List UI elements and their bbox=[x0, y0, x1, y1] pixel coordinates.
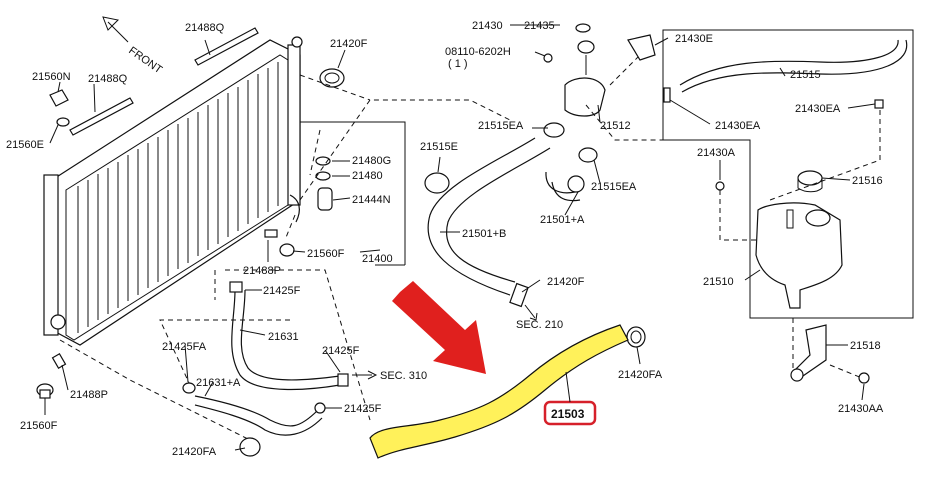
bracket-21400 bbox=[264, 121, 406, 266]
cap-21516 bbox=[797, 170, 823, 193]
label-21430aa: 21430AA bbox=[838, 403, 884, 415]
label-21560f-left: 21560F bbox=[20, 420, 58, 432]
label-21503[interactable]: 21503 bbox=[551, 407, 585, 421]
mount-21560f-left bbox=[36, 383, 54, 399]
label-21480: 21480 bbox=[352, 170, 383, 182]
label-21488p-left: 21488P bbox=[70, 389, 108, 401]
label-21488q-left: 21488Q bbox=[88, 73, 128, 85]
clamp-21420f-mid bbox=[509, 282, 529, 308]
bracket-21518 bbox=[790, 324, 827, 382]
label-21430ea-mid: 21430EA bbox=[715, 120, 761, 132]
label-21515e: 21515E bbox=[420, 141, 458, 153]
label-21420f-top: 21420F bbox=[330, 38, 368, 50]
label-21420fa-right: 21420FA bbox=[618, 369, 663, 381]
front-arrow-icon bbox=[102, 16, 129, 43]
clip-21430ea-right bbox=[874, 99, 884, 109]
label-21512: 21512 bbox=[600, 120, 631, 132]
tube-21515 bbox=[679, 39, 908, 93]
label-21425f-low: 21425F bbox=[344, 403, 382, 415]
reservoir-tank-21510 bbox=[755, 202, 843, 309]
bolt-08110 bbox=[543, 53, 553, 63]
label-21425f-mid: 21425F bbox=[322, 345, 360, 357]
label-21516: 21516 bbox=[852, 175, 883, 187]
seal-strip-21488q-left bbox=[69, 97, 134, 136]
label-21480g: 21480G bbox=[352, 155, 391, 167]
label-sec-210: SEC. 210 bbox=[516, 319, 563, 331]
label-21430: 21430 bbox=[472, 20, 503, 32]
label-21444n: 21444N bbox=[352, 194, 391, 206]
seal-strip-21488q-top bbox=[194, 27, 259, 66]
label-21430a: 21430A bbox=[697, 147, 736, 159]
radiator-core-fins bbox=[77, 62, 279, 333]
clamp-21515ea-right bbox=[578, 147, 598, 163]
label-21560n: 21560N bbox=[32, 71, 71, 83]
hose-21501b bbox=[427, 137, 551, 296]
label-21425fa: 21425FA bbox=[162, 341, 207, 353]
thermostat-housing-21512 bbox=[564, 23, 606, 117]
label-21515ea-left: 21515EA bbox=[478, 120, 524, 132]
lower-radiator-hose-21503[interactable] bbox=[369, 324, 629, 459]
radiator-assembly bbox=[43, 36, 303, 346]
label-21420f-mid: 21420F bbox=[547, 276, 585, 288]
label-21488p-mid: 21488P bbox=[243, 265, 281, 277]
bolt-21430a bbox=[715, 181, 760, 241]
hose-21503-highlight[interactable] bbox=[369, 324, 629, 459]
label-21430ea-right: 21430EA bbox=[795, 103, 841, 115]
bushing-21560e bbox=[56, 117, 70, 127]
label-21420fa-low: 21420FA bbox=[172, 446, 217, 458]
reservoir-box bbox=[662, 29, 914, 319]
hose-21631 bbox=[229, 281, 349, 391]
mount-21560n bbox=[49, 89, 69, 107]
clamp-21515ea-left bbox=[543, 122, 565, 138]
label-21488q-top: 21488Q bbox=[185, 22, 225, 34]
clamp-21420fa-right bbox=[626, 326, 646, 348]
label-sec-310: SEC. 310 bbox=[380, 370, 427, 382]
hose-21631a bbox=[182, 382, 326, 436]
callout-arrow-icon bbox=[392, 281, 486, 374]
label-21501b: 21501+B bbox=[462, 228, 506, 240]
label-21560f-mid: 21560F bbox=[307, 248, 345, 260]
label-21631: 21631 bbox=[268, 331, 299, 343]
label-21435: 21435 bbox=[524, 20, 555, 32]
cap-21515e bbox=[424, 172, 450, 194]
label-21560e: 21560E bbox=[6, 139, 44, 151]
front-label: FRONT bbox=[126, 45, 164, 77]
bolt-21430aa bbox=[858, 372, 870, 384]
clamp-21420f-top bbox=[319, 68, 345, 88]
label-08110-qty: ( 1 ) bbox=[448, 58, 468, 70]
label-08110: 08110-6202H bbox=[445, 46, 511, 58]
clip-21430ea-mid bbox=[663, 87, 671, 103]
label-21510: 21510 bbox=[703, 276, 734, 288]
label-21430e: 21430E bbox=[675, 33, 713, 45]
pin-21488p-left bbox=[51, 352, 67, 370]
clamp-21420fa-low bbox=[239, 437, 261, 457]
label-21518: 21518 bbox=[850, 340, 881, 352]
label-21400: 21400 bbox=[362, 253, 393, 265]
label-21631a: 21631+A bbox=[196, 377, 241, 389]
label-21501a: 21501+A bbox=[540, 214, 585, 226]
label-21425f-top: 21425F bbox=[263, 285, 301, 297]
hose-21501a bbox=[545, 171, 585, 202]
label-21515ea-right: 21515EA bbox=[591, 181, 637, 193]
label-21515: 21515 bbox=[790, 69, 821, 81]
bracket-21430e bbox=[627, 34, 656, 61]
